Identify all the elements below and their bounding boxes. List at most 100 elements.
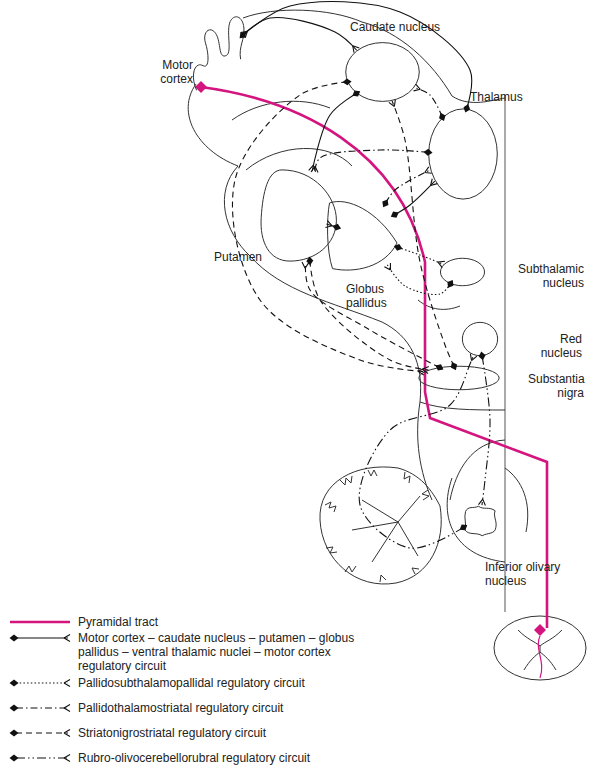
nucleus-outline xyxy=(429,109,498,199)
nucleus-outline xyxy=(193,17,244,91)
circuit-connector xyxy=(310,261,429,370)
structure-label: Subthalamic nucleus xyxy=(508,262,584,290)
neuron-body xyxy=(10,680,19,687)
hemisphere-outline xyxy=(243,10,505,102)
nucleus-outline xyxy=(418,366,500,390)
cerebellum-outline xyxy=(320,467,441,584)
legend-sample xyxy=(8,701,72,715)
spinal-cord xyxy=(494,616,586,680)
medulla xyxy=(447,468,528,562)
synapse-fork xyxy=(64,705,70,712)
circuit-connector xyxy=(387,265,450,295)
neuron-body xyxy=(10,730,19,737)
nucleus-outline xyxy=(440,258,484,285)
hemisphere-outline xyxy=(188,84,505,410)
midline xyxy=(505,95,506,612)
legend-line xyxy=(16,637,68,638)
legend-line xyxy=(16,682,68,683)
legend-sample xyxy=(8,615,72,629)
structure-label: Thalamus xyxy=(470,90,540,104)
neuron-body xyxy=(195,81,207,93)
circuit-connector xyxy=(305,262,439,367)
structure-label: Globus pallidus xyxy=(346,282,401,310)
neuron-body xyxy=(10,755,19,762)
nucleus-region: Substantia nigra xyxy=(418,366,500,390)
medulla-outline xyxy=(505,468,528,532)
circuit-connector xyxy=(385,170,430,203)
synapse-fork xyxy=(64,680,70,687)
nucleus-region: Thalamus xyxy=(428,108,498,200)
cerebellar-white-matter xyxy=(352,496,420,562)
nucleus-outline xyxy=(258,168,338,263)
synapse-fork xyxy=(64,635,70,642)
nucleus-region: Inferior olivary nucleus xyxy=(462,505,498,537)
nucleus-region: Globus pallidus xyxy=(325,195,400,275)
nucleus-outline xyxy=(190,10,245,92)
nucleus-outline xyxy=(440,258,485,286)
internal-capsule-outline xyxy=(246,148,352,170)
nucleus-outline xyxy=(261,170,336,261)
nucleus-region: Caudate nucleus xyxy=(345,42,420,102)
pyramidal-tract xyxy=(195,81,547,678)
legend-text: Pallidothalamostriatal regulatory circui… xyxy=(78,701,368,715)
synapse-fork xyxy=(64,730,70,737)
pyramidal-tract-line xyxy=(201,87,547,628)
structure-label: Motor cortex xyxy=(153,58,193,86)
legend-line xyxy=(16,732,68,733)
nucleus-outline xyxy=(462,505,498,537)
nucleus-region: Red nucleus xyxy=(462,322,498,356)
neuron-body xyxy=(10,635,19,642)
legend-line xyxy=(10,621,70,624)
circuit-connector xyxy=(482,356,490,505)
legend-text: Pyramidal tract xyxy=(78,615,368,629)
nucleus-outline xyxy=(345,42,420,102)
circuit-connector xyxy=(415,88,443,117)
structure-label: Red nucleus xyxy=(532,332,582,360)
legend-sample xyxy=(8,751,72,765)
nucleus-outline xyxy=(419,366,499,390)
circuit-connector xyxy=(392,101,454,366)
axon-line xyxy=(538,636,541,678)
circuit-connector xyxy=(232,82,424,372)
nucleus-region: Motor cortex xyxy=(190,10,245,92)
medulla-outline xyxy=(447,478,505,562)
nucleus-outline xyxy=(462,322,497,355)
circuit-connector xyxy=(326,224,336,227)
nucleus-outline xyxy=(325,195,400,275)
circuit-connector xyxy=(315,150,428,172)
nucleus-region: Subthalamic nucleus xyxy=(440,258,485,286)
structure-label: Inferior olivary nucleus xyxy=(485,560,585,588)
legend-sample xyxy=(8,726,72,740)
synapse-fork xyxy=(64,755,70,762)
nucleus-region: Putamen xyxy=(258,168,338,263)
legend-sample xyxy=(8,676,72,690)
ventricle-outline xyxy=(232,101,330,120)
structure-label: Putamen xyxy=(214,250,274,264)
structure-label: Caudate nucleus xyxy=(350,20,460,34)
circuit-connector xyxy=(398,247,443,264)
neuron-body xyxy=(534,624,546,636)
nucleus-outline xyxy=(346,43,420,102)
circuit-connector xyxy=(359,355,473,548)
nucleus-outline xyxy=(328,202,397,271)
brainstem-outline xyxy=(450,440,505,500)
legend-text: Motor cortex – caudate nucleus – putamen… xyxy=(78,631,368,673)
nucleus-outline xyxy=(465,506,496,535)
circuit-connector xyxy=(243,2,472,109)
legend-text: Pallidosubthalamopallidal regulatory cir… xyxy=(78,676,368,690)
legend-sample xyxy=(8,631,72,645)
legend-text: Striatonigrostriatal regulatory circuit xyxy=(78,726,368,740)
cerebellum xyxy=(320,467,441,584)
brain-outline xyxy=(188,10,505,612)
legend-line xyxy=(16,707,68,708)
cerebellar-folia xyxy=(325,470,429,582)
neuron-body xyxy=(10,705,19,712)
spinal-cord-outline xyxy=(494,616,586,680)
legend-text: Rubro-olivocerebellorubral regulatory ci… xyxy=(78,751,368,765)
nucleus-outline xyxy=(428,108,498,200)
circuit-connector xyxy=(312,93,356,171)
legend-line xyxy=(16,757,68,758)
circuit-connector xyxy=(395,181,435,214)
